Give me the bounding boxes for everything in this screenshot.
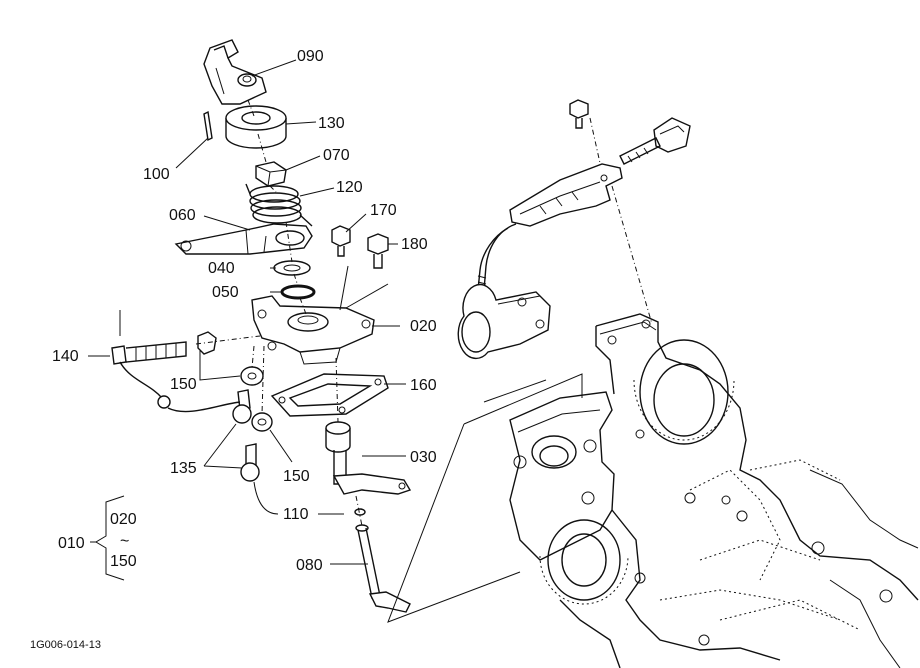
- gear-case-housing: [387, 313, 919, 668]
- pin-100: [203, 110, 213, 142]
- label-060: 060: [169, 207, 196, 224]
- label-080: 080: [296, 557, 323, 574]
- label-100: 100: [143, 166, 170, 183]
- label-150-lower: 150: [283, 468, 310, 485]
- assembly-centerlines: [195, 99, 653, 527]
- nut-140: [197, 331, 217, 355]
- bolt-180: [367, 233, 389, 269]
- label-130: 130: [318, 115, 345, 132]
- bolt-170: [331, 225, 351, 257]
- housing-020: [251, 295, 375, 365]
- spring-120: [245, 183, 313, 227]
- label-160: 160: [410, 377, 437, 394]
- lever-plate-060: [174, 223, 313, 255]
- label-030: 030: [410, 449, 437, 466]
- wire-cable: [119, 361, 241, 413]
- lever-bracket-090: [203, 39, 267, 105]
- label-170: 170: [370, 202, 397, 219]
- label-180: 180: [401, 236, 428, 253]
- bolt-140: [111, 341, 187, 365]
- solenoid-unit: [457, 99, 691, 360]
- label-range-start: 020: [110, 511, 137, 528]
- leader-lines: [88, 59, 406, 565]
- label-020: 020: [410, 318, 437, 335]
- label-120: 120: [336, 179, 363, 196]
- label-090: 090: [297, 48, 324, 65]
- ball-stud-135-lower: [240, 443, 260, 482]
- shaft-080: [355, 524, 411, 613]
- nut-150-upper: [240, 366, 264, 386]
- o-ring-050: [280, 284, 316, 300]
- gasket-160: [270, 373, 389, 417]
- label-range-sep: ~: [120, 533, 129, 550]
- washer-040: [273, 260, 311, 276]
- label-150-upper: 150: [170, 376, 197, 393]
- nut-150-lower: [251, 412, 273, 432]
- shaft-030: [325, 421, 412, 495]
- figure-code: 1G006-014-13: [30, 639, 101, 651]
- label-140: 140: [52, 348, 79, 365]
- label-135: 135: [170, 460, 197, 477]
- ring-110: [354, 508, 366, 516]
- label-010: 010: [58, 535, 85, 552]
- label-050: 050: [212, 284, 239, 301]
- label-range-end: 150: [110, 553, 137, 570]
- ball-stud-135-upper: [232, 389, 252, 424]
- label-040: 040: [208, 260, 235, 277]
- collar-130: [225, 105, 287, 149]
- label-110: 110: [283, 506, 309, 523]
- label-070: 070: [323, 147, 350, 164]
- assembly-bracket: [90, 495, 125, 581]
- nut-070: [255, 161, 287, 187]
